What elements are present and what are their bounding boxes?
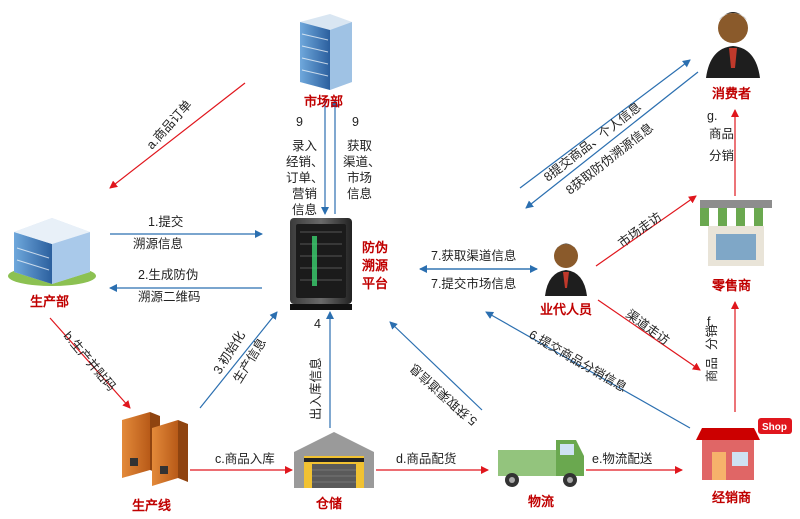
storefront-icon	[700, 200, 772, 266]
edge-channel-visit: 渠道走访	[597, 299, 701, 371]
edge-nine-left-2: 经销、	[286, 155, 324, 169]
edge-seven: 7.获取渠道信息 7.提交市场信息	[419, 248, 538, 291]
edge-nine: 9 录入 经销、 订单、 营销 信息 9 获取 渠道、 市场 信息	[286, 99, 381, 217]
node-platform-label-3: 平台	[362, 276, 388, 291]
node-platform: 防伪 溯源 平台	[290, 218, 388, 310]
edge-picking-label: d.商品配货	[396, 451, 456, 466]
node-market: 市场部	[300, 14, 352, 109]
edge-picking: d.商品配货	[376, 451, 489, 474]
edge-nine-right-2: 渠道、	[343, 155, 381, 169]
edge-g: g. 商品 分销	[707, 109, 739, 196]
edge-produce: b.生产并贴码	[49, 317, 131, 409]
edge-nine-left-1: 录入	[292, 139, 318, 153]
edge-generate-l1: 2.生成防伪	[138, 267, 198, 282]
edge-six-label: 6.提交商品分销信息	[527, 327, 630, 395]
node-retailer: 零售商	[700, 200, 772, 293]
edge-five: 5.获取渠道信息	[389, 321, 483, 429]
edge-generate: 2.生成防伪 溯源二维码	[109, 267, 262, 304]
node-production-label: 生产部	[30, 294, 69, 309]
edge-f: f. 商品 分销	[704, 301, 739, 412]
shop-sign-text: Shop	[762, 422, 787, 433]
edge-nine-left-4: 营销	[292, 187, 317, 201]
edge-nine-right-4: 信息	[347, 186, 372, 201]
edge-g-2: 商品	[709, 126, 734, 141]
node-market-label: 市场部	[304, 94, 343, 109]
person-icon	[706, 12, 760, 78]
edge-order-label: a.商品订单	[143, 97, 195, 152]
node-warehouse: 仓储	[294, 432, 374, 511]
edge-f-3: 分销	[705, 325, 719, 350]
node-platform-label-1: 防伪	[362, 240, 388, 255]
server-icon	[290, 218, 352, 310]
node-line-label: 生产线	[132, 498, 171, 513]
edge-produce-label: b.生产并贴码	[61, 329, 119, 394]
factory-boxes-icon	[122, 412, 188, 486]
edge-nine-right-1: 获取	[347, 139, 373, 153]
edge-stock-io-label: 出入库信息	[308, 357, 323, 420]
node-retailer-label: 零售商	[711, 278, 751, 293]
edge-g-3: 分销	[709, 149, 734, 163]
edge-submit: 1.提交 溯源信息	[110, 214, 263, 251]
edge-stock-in-label: c.商品入库	[215, 451, 275, 466]
edge-market-visit-label: 市场走访	[615, 209, 664, 251]
edge-seven-submit: 7.提交市场信息	[431, 276, 516, 291]
node-production: 生产部	[8, 218, 96, 309]
edge-stock-io: 4 出入库信息	[308, 311, 334, 428]
edge-order: a.商品订单	[109, 82, 246, 189]
office-building-icon	[8, 218, 96, 286]
edge-market-visit: 市场走访	[595, 195, 697, 267]
node-line: 生产线	[122, 412, 188, 513]
node-agent: 业代人员	[540, 243, 592, 317]
edge-nine-left-num: 9	[296, 115, 303, 129]
edge-delivery-label: e.物流配送	[592, 451, 653, 466]
person-icon	[545, 243, 587, 296]
edge-delivery: e.物流配送	[586, 451, 683, 474]
shop-icon: Shop	[696, 418, 792, 480]
edge-eight: 8提交商品、个人信息 8获取防伪溯源信息	[519, 59, 699, 209]
edge-f-2: 商品	[704, 357, 719, 382]
edge-stock-io-num: 4	[314, 317, 321, 331]
edge-stock-in: c.商品入库	[190, 451, 293, 474]
node-consumer: 消费者	[706, 12, 760, 101]
office-tower-icon	[300, 14, 352, 90]
node-consumer-label: 消费者	[712, 86, 751, 101]
truck-icon	[498, 440, 584, 487]
node-warehouse-label: 仓储	[315, 496, 342, 511]
node-platform-label-2: 溯源	[362, 258, 388, 273]
warehouse-icon	[294, 432, 374, 488]
edge-nine-left-3: 订单、	[286, 171, 324, 185]
edge-generate-l2: 溯源二维码	[138, 289, 201, 304]
edge-seven-get: 7.获取渠道信息	[431, 248, 516, 263]
node-logistics-label: 物流	[528, 494, 554, 509]
node-agent-label: 业代人员	[540, 302, 592, 317]
edge-g-1: g.	[707, 109, 717, 123]
edge-submit-l1: 1.提交	[148, 214, 183, 229]
node-distributor: Shop 经销商	[696, 418, 792, 505]
edge-submit-l2: 溯源信息	[133, 236, 183, 251]
node-logistics: 物流	[498, 440, 584, 509]
edge-f-1: f.	[707, 315, 714, 329]
edge-five-label: 5.获取渠道信息	[406, 361, 480, 429]
edge-channel-visit-label: 渠道走访	[623, 307, 672, 348]
edge-nine-left-5: 信息	[292, 202, 317, 217]
edge-nine-right-3: 市场	[347, 170, 372, 185]
edge-nine-right-num: 9	[352, 115, 359, 129]
edge-init: 3.初始化 生产信息	[199, 311, 278, 409]
node-distributor-label: 经销商	[712, 490, 751, 505]
